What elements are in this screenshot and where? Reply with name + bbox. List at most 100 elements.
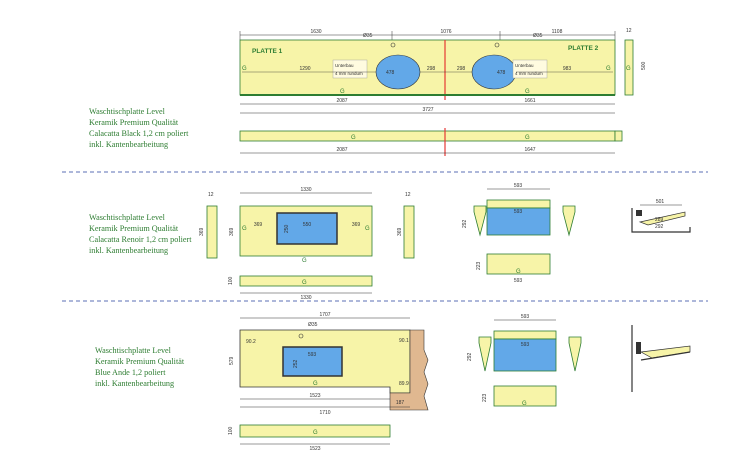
dim-label: 1710 xyxy=(319,410,330,416)
slab-plate-1-2 xyxy=(239,39,616,96)
dim-label: 1523 xyxy=(309,393,320,399)
label-line: Waschtischplatte Level xyxy=(95,346,171,355)
dim-label: 369 xyxy=(229,227,235,236)
dim-label: 100 xyxy=(228,426,234,435)
edge-mark: G xyxy=(313,430,318,436)
dim-label: 292 xyxy=(462,219,468,228)
edge-strip xyxy=(239,424,391,438)
dim-label: 593 xyxy=(308,352,317,358)
wall-cutout xyxy=(389,329,429,411)
basin-box-body xyxy=(486,207,551,236)
dim-label: 289 xyxy=(655,217,664,223)
dim-label: 501 xyxy=(656,199,665,205)
dim-label: 369 xyxy=(254,222,263,228)
edge-mark: G xyxy=(525,89,530,95)
edge-strip xyxy=(239,130,616,142)
basin-bottom xyxy=(486,253,551,275)
dim-label: 12 xyxy=(208,192,214,198)
dim-label: 1630 xyxy=(310,29,321,35)
section-label-1: Waschtischplatte Level Keramik Premium Q… xyxy=(89,106,188,150)
dim-label: 983 xyxy=(563,66,572,72)
dim-label: 593 xyxy=(514,209,523,215)
note-text: 4 mm rundum xyxy=(335,71,363,76)
side-profile xyxy=(624,39,634,96)
dim-label: 593 xyxy=(514,183,523,189)
angle-label: 89.9 xyxy=(399,381,409,387)
dim-label: 579 xyxy=(229,356,235,365)
dim-label: 478 xyxy=(497,70,506,76)
basin-box-body xyxy=(493,338,557,372)
basin-side-profile xyxy=(562,205,576,237)
dim-label: 1330 xyxy=(300,295,311,301)
label-line: Calacatta Renoir 1,2 cm poliert xyxy=(89,235,192,244)
cross-section: 501 289 292 xyxy=(631,199,691,233)
dim-label: 593 xyxy=(521,314,530,320)
dim-label: 500 xyxy=(641,61,647,70)
hole-label: Ø35 xyxy=(308,322,318,328)
side-profile xyxy=(206,205,218,259)
label-line: inkl. Kantenbearbeitung xyxy=(95,379,175,388)
label-line: Keramik Premium Qualität xyxy=(89,118,179,127)
dim-label: 252 xyxy=(293,359,299,368)
label-line: Waschtischplatte Level xyxy=(89,107,165,116)
dim-label: 593 xyxy=(514,278,523,284)
dim-label: 1523 xyxy=(309,446,320,452)
dim-label: 369 xyxy=(352,222,361,228)
edge-mark: G xyxy=(302,258,307,264)
cross-section xyxy=(631,325,691,392)
label-line: Calacatta Black 1,2 cm poliert xyxy=(89,129,189,138)
basin-side-profile xyxy=(568,336,582,372)
dim-label: 292 xyxy=(655,224,664,230)
note-text: Unterbau xyxy=(335,63,354,68)
dim-label: 12 xyxy=(405,192,411,198)
basin-box-top xyxy=(486,199,551,209)
dim-label: 1290 xyxy=(299,66,310,72)
basin-bottom xyxy=(493,385,557,407)
edge-mark: G xyxy=(525,135,530,141)
plate-1-label: PLATTE 1 xyxy=(252,48,283,55)
dim-label: 298 xyxy=(457,66,466,72)
label-line: inkl. Kantenbearbeitung xyxy=(89,246,169,255)
dim-label: 1076 xyxy=(440,29,451,35)
note-text: 4 mm rundum xyxy=(515,71,543,76)
dim-label: 2087 xyxy=(336,98,347,104)
dim-label: 369 xyxy=(397,227,403,236)
edge-mark: G xyxy=(313,381,318,387)
basin-box-top xyxy=(493,330,557,340)
edge-mark: G xyxy=(351,135,356,141)
dim-label: 369 xyxy=(199,227,205,236)
section-label-2: Waschtischplatte Level Keramik Premium Q… xyxy=(89,212,192,256)
tap-hole xyxy=(494,42,500,48)
label-line: inkl. Kantenbearbeitung xyxy=(89,140,169,149)
note-box xyxy=(512,59,548,79)
edge-mark: G xyxy=(242,66,247,72)
plate-2-label: PLATTE 2 xyxy=(568,45,599,52)
edge-mark: G xyxy=(302,280,307,286)
dim-label: 1647 xyxy=(524,147,535,153)
dim-label: 478 xyxy=(386,70,395,76)
label-line: Waschtischplatte Level xyxy=(89,213,165,222)
basin-oval xyxy=(375,54,421,90)
dim-label: 1108 xyxy=(552,29,563,35)
dim-label: 1661 xyxy=(524,98,535,104)
drawing-2: 1330 369 550 369 250 369 G G G 369 12 12… xyxy=(199,183,691,301)
note-text: Unterbau xyxy=(515,63,534,68)
basin-cutout xyxy=(282,346,343,377)
section-label-3: Waschtischplatte Level Keramik Premium Q… xyxy=(95,345,184,389)
edge-mark: G xyxy=(626,66,631,72)
side-profile xyxy=(403,205,415,259)
dim-label: 100 xyxy=(228,276,234,285)
basin-side-profile xyxy=(473,205,487,237)
dim-label: 187 xyxy=(396,400,405,406)
tap-hole xyxy=(298,333,304,339)
basin-side-profile xyxy=(478,336,492,372)
edge-strip xyxy=(239,275,373,287)
edge-mark: G xyxy=(242,226,247,232)
angle-label: 90.2 xyxy=(246,339,256,345)
label-line: Blue Ande 1,2 poliert xyxy=(95,368,166,377)
basin-cutout xyxy=(276,212,338,245)
dim-label: 298 xyxy=(427,66,436,72)
hole-label: Ø35 xyxy=(533,33,543,39)
dim-label: 1707 xyxy=(319,312,330,318)
